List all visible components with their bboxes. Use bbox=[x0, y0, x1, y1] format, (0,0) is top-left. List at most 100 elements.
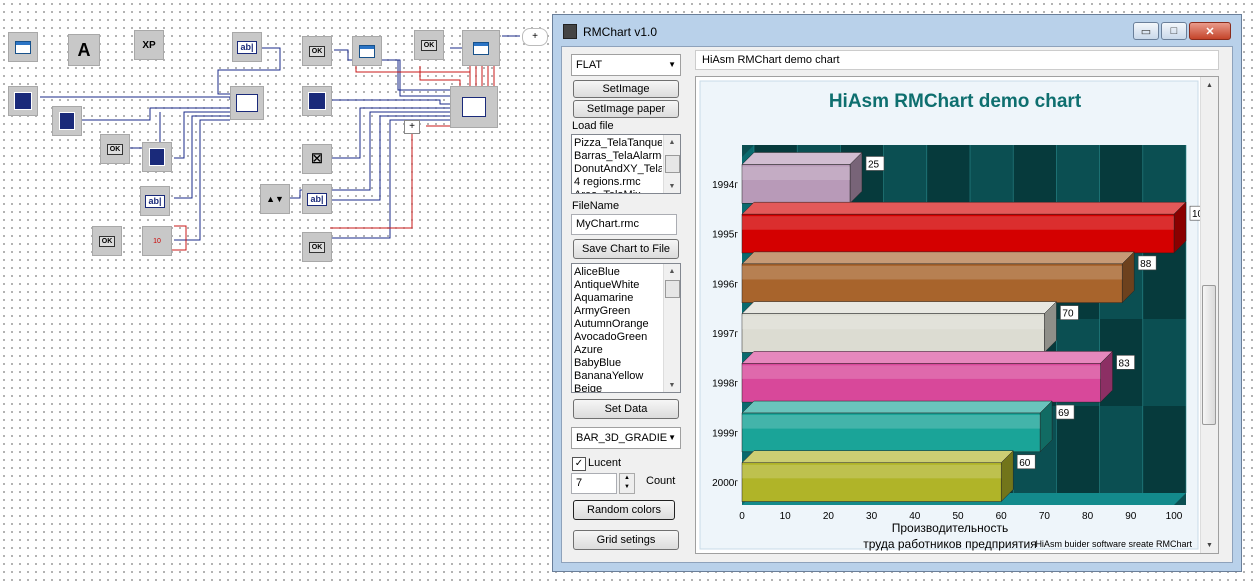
setimage-button[interactable]: SetImage bbox=[573, 80, 679, 98]
edit-component-3[interactable]: ab| bbox=[302, 184, 332, 214]
color-list-item[interactable]: Aquamarine bbox=[574, 292, 634, 304]
x-tick-label: 100 bbox=[1166, 511, 1183, 522]
color-list-item[interactable]: AntiqueWhite bbox=[574, 279, 640, 291]
rmchart-component[interactable] bbox=[230, 86, 264, 120]
edit-component-2[interactable]: ab| bbox=[140, 186, 170, 216]
child-form-component[interactable] bbox=[352, 36, 382, 66]
title-bar[interactable]: RMChart v1.0 ▭ □ ✕ bbox=[553, 15, 1241, 48]
chart-caption-field[interactable]: HiAsm RMChart demo chart bbox=[695, 50, 1219, 70]
add-point-plus[interactable]: + bbox=[522, 28, 548, 46]
bar-top-face bbox=[741, 351, 1114, 364]
minimize-button[interactable]: ▭ bbox=[1133, 22, 1159, 40]
bar-highlight bbox=[742, 216, 1174, 230]
listbox-component-3[interactable] bbox=[142, 142, 172, 172]
bar bbox=[741, 213, 1175, 254]
form-component[interactable] bbox=[8, 32, 38, 62]
trackbar-component[interactable]: 10 bbox=[142, 226, 172, 256]
hub-plus[interactable]: + bbox=[404, 120, 420, 134]
button-component-2[interactable]: OK bbox=[92, 226, 122, 256]
listbox-icon bbox=[149, 148, 165, 166]
checkbox-component[interactable]: ☒ bbox=[302, 144, 332, 174]
schematic-editor[interactable]: A XP ab| OK ab| OK 10 OK OK ☒ bbox=[0, 0, 552, 584]
set-data-button[interactable]: Set Data bbox=[573, 399, 679, 419]
button-component-5[interactable]: OK bbox=[302, 232, 332, 262]
filename-label: FileName bbox=[572, 200, 620, 212]
file-list-item[interactable]: Barras_TelaAlarme bbox=[574, 150, 662, 162]
main-form-component[interactable] bbox=[462, 30, 500, 66]
label-component[interactable]: A bbox=[68, 34, 100, 66]
scroll-up-icon[interactable]: ▲ bbox=[668, 267, 676, 275]
scroll-down-icon[interactable]: ▼ bbox=[668, 381, 676, 389]
listbox-component-4[interactable] bbox=[302, 86, 332, 116]
maximize-button[interactable]: □ bbox=[1161, 22, 1187, 40]
count-field[interactable]: 7 bbox=[571, 473, 617, 494]
color-list-item[interactable]: ArmyGreen bbox=[574, 305, 631, 317]
listbox-component-2[interactable] bbox=[52, 106, 82, 136]
line-chart-icon bbox=[236, 94, 258, 112]
file-list-item[interactable]: DonutAndXY_Tela bbox=[574, 163, 662, 175]
color-list-item[interactable]: AliceBlue bbox=[574, 266, 620, 278]
xp-manifest-component[interactable]: XP bbox=[134, 30, 164, 60]
color-list-item[interactable]: Beige bbox=[574, 383, 603, 393]
listbox-icon bbox=[14, 92, 32, 110]
count-spin[interactable]: ▲ ▼ bbox=[619, 473, 635, 494]
scroll-down-icon[interactable]: ▼ bbox=[1206, 541, 1213, 549]
edit-component[interactable]: ab| bbox=[232, 32, 262, 62]
grid-settings-button[interactable]: Grid setings bbox=[573, 530, 679, 550]
bar-chart: HiAsm RMChart demo chart251994г1001995г8… bbox=[696, 77, 1202, 553]
style-combo-value: FLAT bbox=[576, 59, 603, 71]
bar-chart-icon bbox=[462, 97, 486, 117]
form-window-icon bbox=[15, 40, 31, 54]
file-list-item[interactable]: Area_TelaMix bbox=[574, 189, 662, 193]
file-list-scrollbar[interactable]: ▲ ▼ bbox=[663, 135, 680, 193]
chart-type-combo[interactable]: BAR_3D_GRADIE ▼ bbox=[571, 427, 681, 449]
spin-down-icon[interactable]: ▼ bbox=[624, 484, 630, 490]
color-list-item[interactable]: AutumnOrange bbox=[574, 318, 649, 330]
data-label-box bbox=[1060, 305, 1079, 320]
color-list-item[interactable]: BabyBlue bbox=[574, 357, 622, 369]
close-button[interactable]: ✕ bbox=[1189, 22, 1231, 40]
updown-component[interactable]: ▲▼ bbox=[260, 184, 290, 214]
scroll-up-icon[interactable]: ▲ bbox=[668, 138, 676, 146]
file-list-item[interactable]: 4 regions.rmc bbox=[574, 176, 641, 188]
lucent-checkbox[interactable]: ✓ bbox=[572, 457, 586, 471]
color-list-item[interactable]: Azure bbox=[574, 344, 603, 356]
xp-manifest-icon: XP bbox=[142, 39, 156, 51]
spin-up-icon[interactable]: ▲ bbox=[624, 475, 630, 481]
button-component-3[interactable]: OK bbox=[302, 36, 332, 66]
button-component-4[interactable]: OK bbox=[414, 30, 444, 60]
chart-vertical-scrollbar[interactable]: ▲ ▼ bbox=[1200, 77, 1218, 553]
button-component[interactable]: OK bbox=[100, 134, 130, 164]
plus-mark: + bbox=[409, 121, 415, 132]
filename-field[interactable]: MyChart.rmc bbox=[571, 214, 677, 235]
maximize-icon: □ bbox=[1170, 25, 1178, 37]
listbox-icon bbox=[59, 112, 75, 130]
chart-frame: HiAsm RMChart demo chart251994г1001995г8… bbox=[695, 76, 1219, 554]
check-icon: ✓ bbox=[574, 458, 584, 469]
scroll-down-icon[interactable]: ▼ bbox=[668, 182, 676, 190]
ok-button-icon: OK bbox=[308, 241, 326, 253]
chart-footer-note: HiAsm buider software sreate RMChart bbox=[1035, 539, 1192, 549]
wire bbox=[174, 115, 230, 199]
label-icon: A bbox=[77, 39, 91, 60]
save-chart-button[interactable]: Save Chart to File bbox=[573, 239, 679, 259]
scroll-thumb[interactable] bbox=[1202, 285, 1216, 425]
scroll-thumb[interactable] bbox=[665, 155, 680, 173]
client-area: FLAT ▼ SetImage SetImage paper Load file… bbox=[561, 46, 1233, 563]
color-list-item[interactable]: AvocadoGreen bbox=[574, 331, 648, 343]
rmchart-component-2[interactable] bbox=[450, 86, 498, 128]
random-colors-button[interactable]: Random colors bbox=[573, 500, 675, 520]
style-combo[interactable]: FLAT ▼ bbox=[571, 54, 681, 76]
setimage-paper-button[interactable]: SetImage paper bbox=[573, 100, 679, 118]
scroll-up-icon[interactable]: ▲ bbox=[1206, 81, 1213, 89]
bar bbox=[741, 363, 1101, 403]
scroll-thumb[interactable] bbox=[665, 280, 680, 298]
ok-button-icon: OK bbox=[420, 39, 438, 51]
x-tick-label: 60 bbox=[996, 511, 1008, 522]
listbox-component[interactable] bbox=[8, 86, 38, 116]
file-list-item[interactable]: Pizza_TelaTanque bbox=[574, 137, 662, 149]
color-list-scrollbar[interactable]: ▲ ▼ bbox=[663, 264, 680, 392]
color-list-item[interactable]: BananaYellow bbox=[574, 370, 644, 382]
